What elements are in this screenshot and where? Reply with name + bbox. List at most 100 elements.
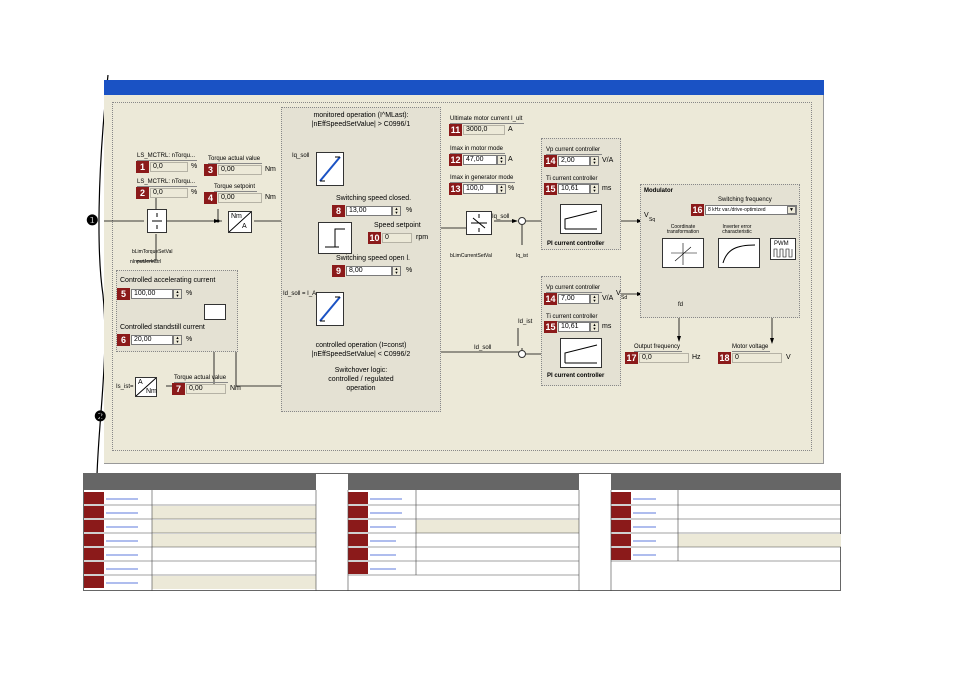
switchover-text-1: Switchover logic: xyxy=(334,367,388,374)
param-18-value: 0 xyxy=(732,353,782,363)
param-12-input[interactable]: 47,00 xyxy=(463,155,497,165)
param-6-unit: % xyxy=(186,336,193,343)
converter2-nm: Nm xyxy=(146,388,157,395)
monitored-title-2: |nEffSpeedSetValue| > C0996/1 xyxy=(311,121,411,128)
param-13-input[interactable]: 100,0 xyxy=(463,184,497,194)
param-10-unit: rpm xyxy=(416,234,429,241)
legend-header-1 xyxy=(84,474,316,490)
param-1-badge: 1 xyxy=(136,161,149,173)
param-14a-spinner[interactable]: ▲▼ xyxy=(590,156,599,166)
param-18-badge: 18 xyxy=(718,352,731,364)
param-17-unit: Hz xyxy=(692,354,701,361)
param-6-input[interactable]: 20,00 xyxy=(131,335,173,345)
param-3-unit: Nm xyxy=(265,166,276,173)
param-4-label: Torque setpoint xyxy=(214,184,258,192)
param-7-value: 0,00 xyxy=(186,384,226,394)
param-2-badge: 2 xyxy=(136,187,149,199)
param-13-label: Imax in generator mode xyxy=(450,175,516,183)
param-8-unit: % xyxy=(406,207,413,214)
param-3-label: Torque actual value xyxy=(208,156,263,164)
param-15b-badge: 15 xyxy=(544,321,557,333)
ramp-block-bottom xyxy=(316,292,344,326)
modulator-title: Modulator xyxy=(644,188,673,194)
param-10-badge: 10 xyxy=(368,232,381,244)
pwm-block: PWM xyxy=(770,238,796,260)
pwm-label: PWM xyxy=(774,241,789,247)
legend-header-3 xyxy=(611,474,841,490)
accel-current-block xyxy=(204,304,226,320)
param-9-spinner[interactable]: ▲▼ xyxy=(392,266,401,276)
sig-input-jerk: nInputJerkCtrl xyxy=(130,259,162,265)
param-13-badge: 13 xyxy=(449,183,462,195)
sig-id-soll-i-a: Id_soll = I_A xyxy=(283,291,317,297)
controlled-title-1: controlled operation (I=const) xyxy=(315,342,407,349)
sig-vsd: V xyxy=(616,290,621,297)
page-boundary-curve xyxy=(96,75,109,475)
converter-a: A xyxy=(242,223,247,230)
sig-iq-soll-mid: Iq_soll xyxy=(492,214,510,220)
param-12-spinner[interactable]: ▲▼ xyxy=(497,155,506,165)
param-17-badge: 17 xyxy=(625,352,638,364)
param-14a-label: Vp current controller xyxy=(546,147,603,155)
sig-vsd-sub: Sd xyxy=(621,295,628,301)
param-18-label: Motor voltage xyxy=(732,344,771,352)
param-10-label: Speed setpoint xyxy=(374,222,421,229)
param-1-unit: % xyxy=(191,163,198,170)
param-14b-input[interactable]: 7,00 xyxy=(558,294,590,304)
param-13-spinner[interactable]: ▲▼ xyxy=(497,184,506,194)
param-2-value: 0,0 xyxy=(150,188,188,198)
param-6-badge: 6 xyxy=(117,334,130,346)
coord-label: Coordinate transformation xyxy=(667,224,699,235)
pi-controller-bottom xyxy=(560,338,602,368)
sig-lim-torque: bLimTorqueSetVal xyxy=(132,249,173,255)
param-15a-badge: 15 xyxy=(544,183,557,195)
param-12-label: Imax in motor mode xyxy=(450,146,506,154)
param-15a-spinner[interactable]: ▲▼ xyxy=(590,184,599,194)
param-8-input[interactable]: 13,00 xyxy=(346,206,392,216)
converter-nm: Nm xyxy=(231,213,242,220)
param-14a-badge: 14 xyxy=(544,155,557,167)
param-5-label: Controlled accelerating current xyxy=(120,277,216,284)
param-17-label: Output frequency xyxy=(634,344,683,352)
param-6-label: Controlled standstill current xyxy=(120,324,205,331)
param-16-badge: 16 xyxy=(691,204,704,216)
param-16-select[interactable]: 8 kHz var./drive-optimized xyxy=(705,205,797,215)
switchover-text-3: operation xyxy=(346,385,376,392)
sig-iq-soll-top: Iq_soll xyxy=(292,153,310,159)
param-5-spinner[interactable]: ▲▼ xyxy=(173,289,182,299)
param-4-unit: Nm xyxy=(265,194,276,201)
converter2-a: A xyxy=(138,379,143,386)
controlled-title-2: |nEffSpeedSetValue| < C0996/2 xyxy=(311,351,411,358)
param-14a-input[interactable]: 2,00 xyxy=(558,156,590,166)
param-15b-label: Ti current controller xyxy=(546,314,600,322)
param-4-value: 0,00 xyxy=(218,193,262,203)
legend-table xyxy=(83,473,841,591)
param-6-spinner[interactable]: ▲▼ xyxy=(173,335,182,345)
sum-node-top xyxy=(518,217,526,225)
param-8-label: Switching speed closed. xyxy=(336,195,412,202)
inverter-label: Inverter error characteristic xyxy=(722,224,752,235)
param-16-label: Switching frequency xyxy=(718,197,772,203)
param-8-spinner[interactable]: ▲▼ xyxy=(392,206,401,216)
param-18-unit: V xyxy=(786,354,791,361)
param-9-unit: % xyxy=(406,267,413,274)
param-14b-badge: 14 xyxy=(544,293,557,305)
param-17-value: 0,0 xyxy=(639,353,689,363)
inverter-characteristic-block xyxy=(718,238,760,268)
param-15a-input[interactable]: 10,61 xyxy=(558,184,590,194)
param-11-value: 3000,0 xyxy=(463,125,505,135)
param-3-value: 0,00 xyxy=(218,165,262,175)
param-14b-spinner[interactable]: ▲▼ xyxy=(590,294,599,304)
sig-vsq: V xyxy=(644,212,649,219)
param-7-unit: Nm xyxy=(230,385,241,392)
sig-is-ist: Is_ist= xyxy=(116,384,134,390)
application-window: monitored operation (I^MLast): |nEffSpee… xyxy=(104,80,824,464)
param-15b-input[interactable]: 10,61 xyxy=(558,322,590,332)
pi-label-bottom: PI current controller xyxy=(547,373,605,379)
param-5-input[interactable]: 100,00 xyxy=(131,289,173,299)
hysteresis-block xyxy=(318,222,352,254)
param-16-dropdown-icon[interactable]: ▼ xyxy=(787,206,796,214)
param-15b-spinner[interactable]: ▲▼ xyxy=(590,322,599,332)
param-9-input[interactable]: 8,00 xyxy=(346,266,392,276)
switchover-text-2: controlled / regulated xyxy=(328,376,394,383)
